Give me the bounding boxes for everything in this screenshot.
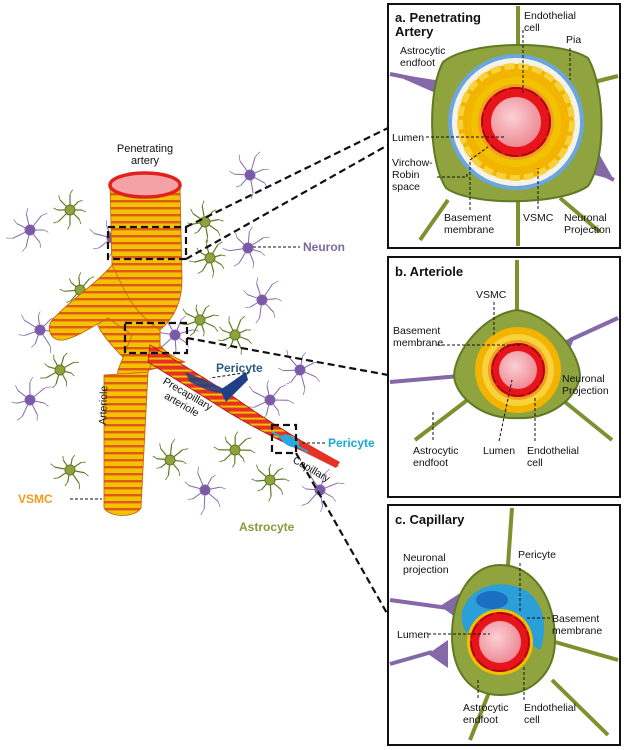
precapillary-arteriole — [147, 344, 340, 468]
label-pericyte-dark: Pericyte — [216, 361, 263, 375]
neuron-8 — [11, 377, 52, 421]
panel-c-pericyte: Pericyte — [518, 549, 556, 561]
arteriole-branch — [48, 264, 161, 516]
zoom-box-a — [106, 225, 188, 261]
astrocyte-5 — [218, 315, 252, 355]
panel-b-lumen: Lumen — [483, 445, 515, 457]
label-vsmc: VSMC — [18, 492, 53, 506]
panel-c-lumen: Lumen — [397, 629, 429, 641]
neuron-0 — [6, 208, 49, 252]
zoom-box-c — [270, 423, 298, 455]
brain-cells — [6, 151, 345, 516]
panel-c-title: c. Capillary — [395, 512, 465, 527]
astrocyte-0 — [52, 189, 86, 230]
astrocyte-7 — [50, 454, 89, 490]
panel-b-vsmc: VSMC — [476, 289, 507, 301]
zoom-line-a2 — [185, 144, 389, 260]
penetrating-artery — [94, 171, 187, 373]
panel-a-pia: Pia — [566, 34, 581, 46]
panel-a-lumen: Lumen — [392, 132, 424, 144]
zoom-line-c — [295, 452, 389, 616]
astrocyte-9 — [213, 431, 256, 468]
neuron-5 — [243, 277, 282, 324]
label-astrocyte: Astrocyte — [239, 520, 295, 534]
astrocyte-3 — [188, 239, 226, 278]
neuron-7 — [278, 349, 320, 396]
zoom-line-a1 — [185, 127, 389, 228]
label-arteriole: Arteriole — [97, 385, 110, 425]
astrocyte-4 — [181, 304, 220, 337]
astrocyte-10 — [251, 464, 290, 502]
neuron-10 — [184, 466, 226, 516]
astrocyte-8 — [152, 438, 189, 481]
astrocyte-6 — [40, 352, 79, 389]
panel-b-title: b. Arteriole — [395, 264, 463, 279]
panel-a-vsmc: VSMC — [523, 212, 554, 224]
neuron-2 — [229, 151, 269, 200]
neuron-3 — [222, 226, 270, 269]
label-pericyte-light: Pericyte — [328, 436, 375, 450]
label-neuron: Neuron — [303, 240, 345, 254]
astrocyte-2 — [187, 200, 224, 243]
neuron-9 — [248, 380, 295, 420]
zoom-line-b — [186, 336, 389, 377]
